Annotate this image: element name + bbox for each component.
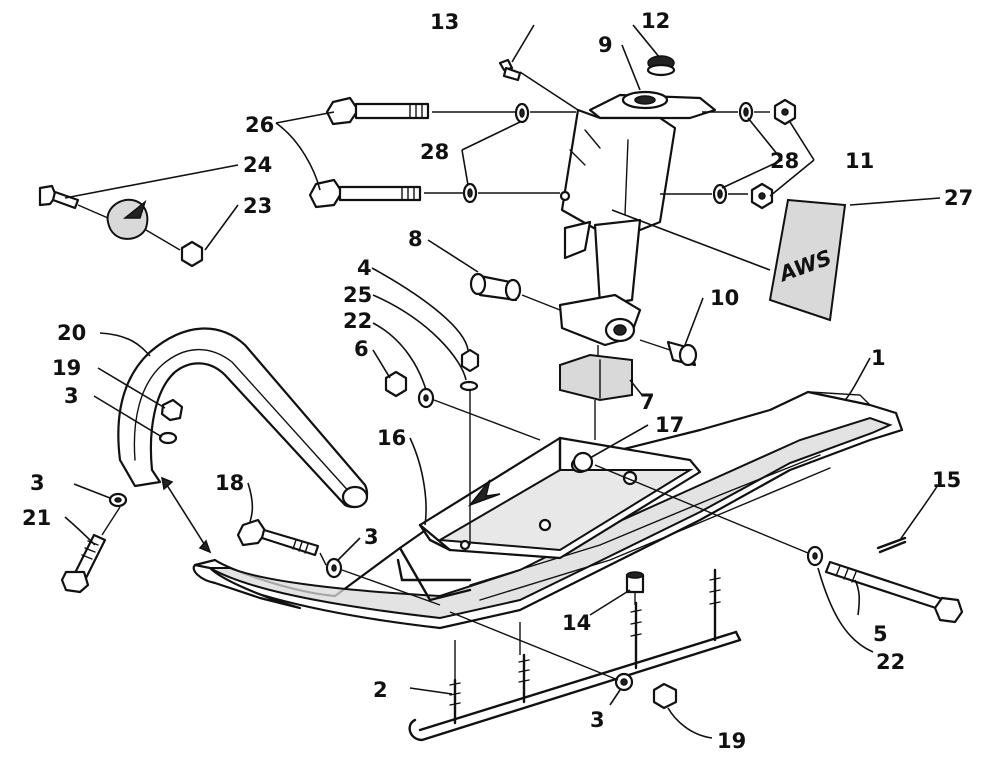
decal-27: AWS — [768, 198, 847, 322]
washer-22-right — [806, 545, 824, 567]
callout-28-right: 28 — [770, 149, 799, 173]
nut-19-bottom — [652, 682, 678, 710]
wear-bar — [408, 568, 742, 742]
callout-3-bolt21: 3 — [30, 471, 45, 495]
callout-5: 5 — [873, 622, 888, 646]
callout-26: 26 — [245, 113, 274, 137]
callout-12: 12 — [641, 9, 670, 33]
nut-11-lower — [750, 182, 774, 210]
bushing-10 — [666, 340, 698, 367]
callout-23: 23 — [243, 194, 272, 218]
callout-22-left: 22 — [343, 309, 372, 333]
callout-10: 10 — [710, 286, 739, 310]
callout-20: 20 — [57, 321, 86, 345]
callout-25: 25 — [343, 283, 372, 307]
callout-4: 4 — [357, 256, 372, 280]
washer-3-bolt18 — [325, 557, 343, 579]
callout-3-handle: 3 — [64, 384, 79, 408]
damper-7 — [559, 353, 633, 402]
bolt-26-lower — [308, 178, 422, 209]
callout-28-left: 28 — [420, 140, 449, 164]
nut-6 — [384, 370, 408, 398]
callout-11: 11 — [845, 149, 874, 173]
callout-19-bottom: 19 — [717, 729, 746, 753]
callout-27: 27 — [944, 186, 973, 210]
callout-8: 8 — [408, 227, 423, 251]
callout-21: 21 — [22, 506, 51, 530]
cam-23-with-nut — [106, 198, 204, 268]
callout-14: 14 — [562, 611, 591, 635]
washer-3-bottom — [614, 672, 634, 692]
callout-24: 24 — [243, 153, 272, 177]
nut-19-upper — [160, 398, 184, 422]
callout-19-upper: 19 — [52, 356, 81, 380]
shock-absorber — [558, 90, 717, 347]
callout-18: 18 — [215, 471, 244, 495]
bushing-14 — [625, 571, 645, 594]
washer-22-left — [417, 387, 435, 409]
callouts: 1 2 3 3 3 3 4 5 6 7 8 9 10 11 12 13 14 1… — [22, 9, 973, 753]
callout-3-bolt18: 3 — [364, 525, 379, 549]
callout-1: 1 — [871, 346, 886, 370]
callout-22-right: 22 — [876, 650, 905, 674]
assembly-lines — [77, 111, 809, 681]
cotter-pin-15 — [876, 536, 907, 554]
washer-28-lower-left — [462, 182, 478, 204]
callout-13: 13 — [430, 10, 459, 34]
grease-fitting-13 — [498, 58, 522, 82]
callout-15: 15 — [932, 468, 961, 492]
bolt-18 — [236, 518, 320, 557]
ski-saddle — [418, 436, 702, 560]
nut-11-upper — [773, 98, 797, 126]
callout-7: 7 — [640, 390, 655, 414]
bolt-5 — [824, 560, 964, 624]
leader-lines — [64, 24, 941, 739]
washer-17 — [572, 451, 594, 473]
callout-17: 17 — [655, 413, 684, 437]
callout-9: 9 — [598, 33, 613, 57]
callout-3-bottom: 3 — [590, 708, 605, 732]
ski-handle-loop — [117, 327, 369, 554]
bushing-8 — [469, 272, 522, 302]
nut-4 — [460, 348, 480, 373]
callout-16: 16 — [377, 426, 406, 450]
callout-6: 6 — [354, 337, 369, 361]
callout-2: 2 — [373, 678, 388, 702]
washer-25 — [459, 380, 479, 392]
washer-28-upper-left — [514, 102, 530, 124]
bolt-21 — [60, 533, 107, 594]
washer-3-bolt21 — [108, 492, 128, 508]
washer-28-lower-right — [712, 183, 728, 205]
bolt-26-upper — [325, 96, 430, 126]
cap-12 — [646, 55, 676, 77]
washer-3-handle — [158, 431, 178, 445]
washer-28-upper-right — [738, 101, 754, 123]
